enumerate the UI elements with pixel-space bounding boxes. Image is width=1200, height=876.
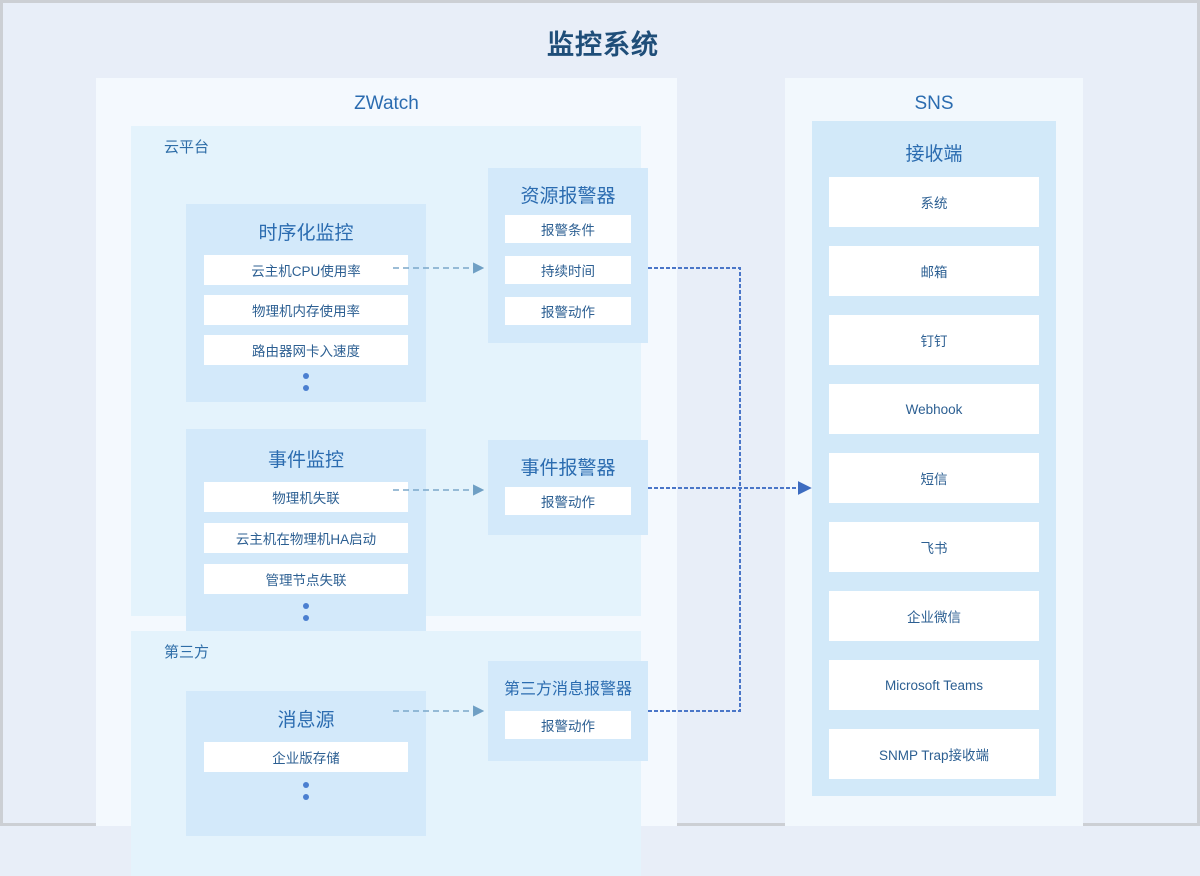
card-receivers: 接收端 系统 邮箱 钉钉 Webhook 短信 飞书 企业微信 Microsof…	[812, 121, 1056, 796]
card-event-alerter-title: 事件报警器	[520, 458, 616, 479]
zwatch-panel-title: ZWatch	[354, 93, 419, 114]
card-resource-alerter-title: 资源报警器	[520, 186, 616, 207]
connector-thirdparty-alerter-to-sns	[648, 487, 741, 712]
list-item[interactable]: 管理节点失联	[204, 564, 408, 594]
card-event-monitoring: 事件监控 物理机失联 云主机在物理机HA启动 管理节点失联	[186, 429, 426, 639]
list-item[interactable]: 云主机CPU使用率	[204, 255, 408, 285]
list-item[interactable]: SNMP Trap接收端	[829, 729, 1039, 779]
list-item[interactable]: 报警动作	[505, 297, 631, 325]
list-item[interactable]: 报警动作	[505, 487, 631, 515]
list-item[interactable]: 企业版存储	[204, 742, 408, 772]
card-timeseries-monitoring: 时序化监控 云主机CPU使用率 物理机内存使用率 路由器网卡入速度	[186, 204, 426, 402]
list-item[interactable]: Microsoft Teams	[829, 660, 1039, 710]
list-item[interactable]: 邮箱	[829, 246, 1039, 296]
card-receivers-title: 接收端	[905, 144, 963, 165]
card-timeseries-monitoring-title: 时序化监控	[258, 223, 354, 244]
group-cloud-platform-label: 云平台	[164, 139, 210, 156]
card-third-party-message-alerter: 第三方消息报警器 报警动作	[488, 661, 648, 761]
list-item[interactable]: 物理机内存使用率	[204, 295, 408, 325]
card-event-alerter: 事件报警器 报警动作	[488, 440, 648, 535]
sns-panel: SNS 接收端 系统 邮箱 钉钉 Webhook 短信 飞书 企业微信 Micr…	[785, 78, 1083, 826]
ellipsis-indicator	[186, 782, 426, 800]
zwatch-panel: ZWatch 云平台 时序化监控 云主机CPU使用率 物理机内存使用率 路由器网…	[96, 78, 677, 876]
page-title: 监控系统	[547, 30, 659, 60]
diagram-canvas: 监控系统 ZWatch 云平台 时序化监控 云主机CPU使用率 物理机内存使用率…	[3, 3, 1197, 876]
card-third-party-message-alerter-title: 第三方消息报警器	[503, 681, 632, 698]
list-item[interactable]: 报警条件	[505, 215, 631, 243]
card-message-source-title: 消息源	[277, 710, 335, 731]
card-message-source: 消息源 企业版存储	[186, 691, 426, 836]
list-item[interactable]: 钉钉	[829, 315, 1039, 365]
ellipsis-indicator	[186, 603, 426, 621]
group-third-party-label: 第三方	[164, 644, 210, 661]
list-item[interactable]: 物理机失联	[204, 482, 408, 512]
sns-panel-title: SNS	[914, 93, 954, 114]
list-item[interactable]: 云主机在物理机HA启动	[204, 523, 408, 553]
list-item[interactable]: 企业微信	[829, 591, 1039, 641]
card-resource-alerter: 资源报警器 报警条件 持续时间 报警动作	[488, 168, 648, 343]
connector-layer	[393, 262, 812, 717]
list-item[interactable]: 报警动作	[505, 711, 631, 739]
list-item[interactable]: 系统	[829, 177, 1039, 227]
list-item[interactable]: Webhook	[829, 384, 1039, 434]
connector-resource-alerter-to-sns	[648, 267, 741, 489]
list-item[interactable]: 路由器网卡入速度	[204, 335, 408, 365]
list-item[interactable]: 持续时间	[505, 256, 631, 284]
list-item[interactable]: 短信	[829, 453, 1039, 503]
ellipsis-indicator	[186, 373, 426, 391]
card-event-monitoring-title: 事件监控	[267, 450, 344, 471]
list-item[interactable]: 飞书	[829, 522, 1039, 572]
